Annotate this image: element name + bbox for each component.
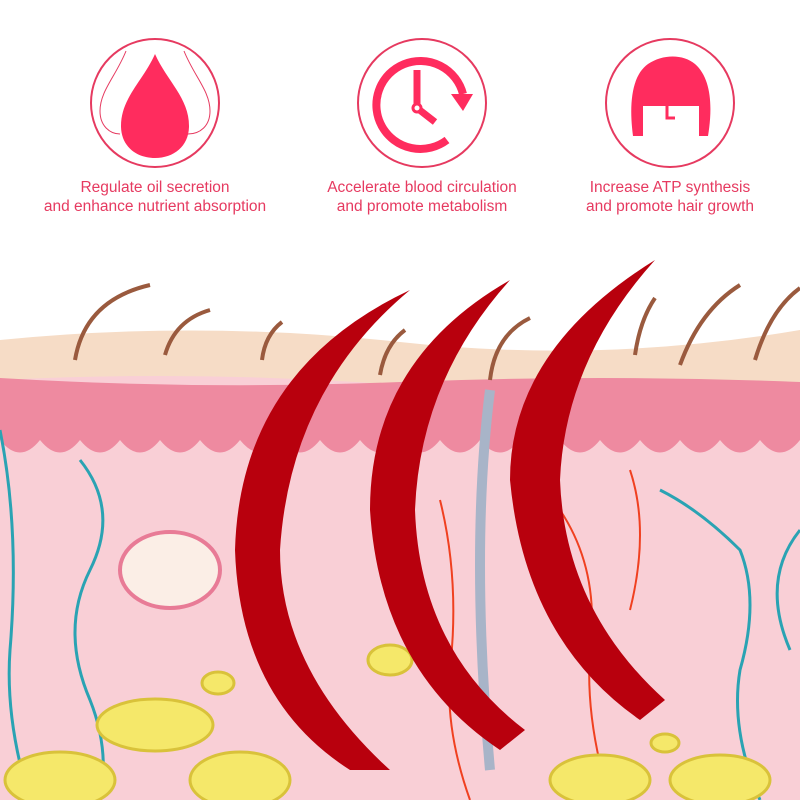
feature-oil: Regulate oil secretion and enhance nutri… — [25, 36, 285, 216]
clock-refresh-icon — [357, 38, 487, 168]
oil-drop-icon — [90, 38, 220, 168]
sebaceous-gland — [118, 530, 222, 610]
feature-line1: Increase ATP synthesis — [589, 179, 751, 196]
feature-line2: and enhance nutrient absorption — [43, 198, 267, 215]
skin-cross-section-illustration — [0, 260, 800, 800]
feature-line2: and promote hair growth — [585, 198, 754, 215]
hair-follicles — [235, 260, 665, 770]
fat-cells — [3, 643, 772, 800]
nerves — [0, 429, 800, 800]
feature-line1: Regulate oil secretion — [80, 179, 230, 196]
feature-hair-growth: Increase ATP synthesis and promote hair … — [540, 36, 800, 216]
epidermis — [0, 330, 800, 393]
hair-head-icon — [605, 38, 735, 168]
feature-line1: Accelerate blood circulation — [327, 179, 517, 196]
feature-circulation: Accelerate blood circulation and promote… — [292, 36, 552, 216]
small-hairs — [73, 283, 800, 381]
feature-line2: and promote metabolism — [336, 198, 508, 215]
